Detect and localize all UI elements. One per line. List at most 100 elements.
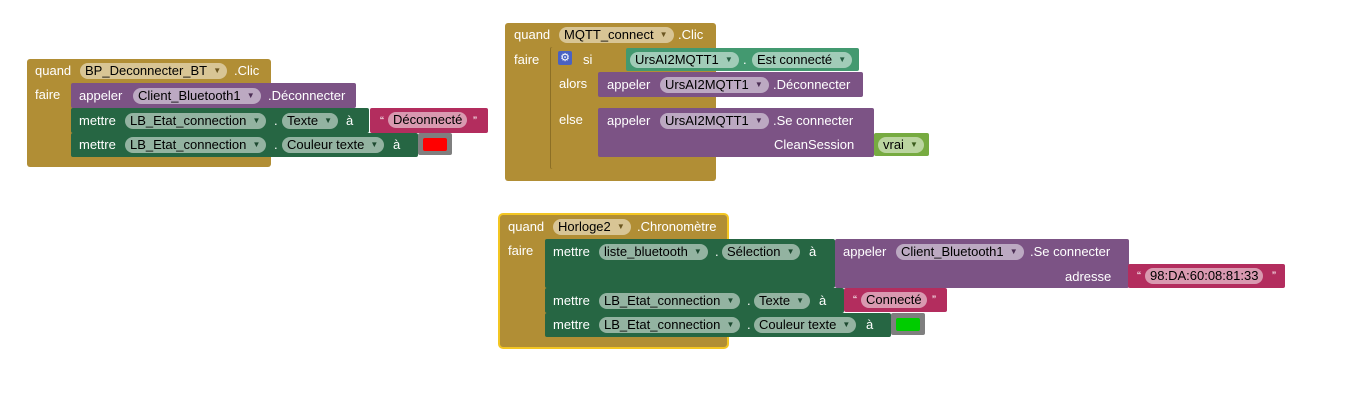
triangle-down-icon: ▼ xyxy=(724,55,733,64)
component-name: BP_Deconnecter_BT xyxy=(85,63,208,78)
event-keyword: quand xyxy=(514,27,551,42)
component-dropdown[interactable]: Horloge2 ▼ xyxy=(553,219,631,235)
color-block-red[interactable] xyxy=(418,133,452,155)
component-dropdown[interactable]: liste_bluetooth ▼ xyxy=(599,244,708,260)
triangle-down-icon: ▼ xyxy=(252,140,261,149)
to-keyword: à xyxy=(393,137,401,152)
component-dropdown[interactable]: BP_Deconnecter_BT ▼ xyxy=(80,63,228,79)
dot: . xyxy=(274,113,278,128)
dot: . xyxy=(743,52,747,67)
component-name: LB_Etat_connection xyxy=(604,293,721,308)
component-dropdown[interactable]: LB_Etat_connection ▼ xyxy=(599,293,741,309)
method-name: .Déconnecter xyxy=(268,88,346,103)
open-quote: “ xyxy=(853,293,857,307)
triangle-down-icon: ▼ xyxy=(324,116,333,125)
set-block-color[interactable]: mettre LB_Etat_connection ▼ . Couleur te… xyxy=(545,313,891,337)
call-keyword: appeler xyxy=(79,88,123,103)
call-block-bluetooth-connect[interactable]: appeler Client_Bluetooth1 ▼ .Se connecte… xyxy=(835,239,1129,288)
triangle-down-icon: ▼ xyxy=(842,320,851,329)
set-keyword: mettre xyxy=(553,244,590,259)
set-block-text[interactable]: mettre LB_Etat_connection ▼ . Texte ▼ à xyxy=(71,108,369,133)
component-dropdown[interactable]: LB_Etat_connection ▼ xyxy=(125,113,267,129)
boolean-dropdown[interactable]: vrai ▼ xyxy=(878,137,924,153)
gear-icon[interactable]: ⚙ xyxy=(558,51,572,65)
arg-label: CleanSession xyxy=(774,137,855,152)
text-block-deconnecte[interactable]: “ Déconnecté ” xyxy=(370,108,488,133)
property-name: Couleur texte xyxy=(759,317,837,332)
triangle-down-icon: ▼ xyxy=(726,296,735,305)
triangle-down-icon: ▼ xyxy=(659,30,668,39)
set-keyword: mettre xyxy=(553,293,590,308)
text-value[interactable]: Connecté xyxy=(861,292,927,308)
close-quote: ” xyxy=(932,293,936,307)
event-keyword: quand xyxy=(35,63,72,78)
getter-block-est-connecte[interactable]: UrsAI2MQTT1 ▼ . Est connecté ▼ xyxy=(626,48,859,71)
component-dropdown[interactable]: LB_Etat_connection ▼ xyxy=(125,137,267,153)
triangle-down-icon: ▼ xyxy=(796,296,805,305)
component-name: LB_Etat_connection xyxy=(604,317,721,332)
arg-label: adresse xyxy=(1065,269,1112,284)
triangle-down-icon: ▼ xyxy=(252,116,261,125)
component-name: liste_bluetooth xyxy=(604,244,688,259)
boolean-value: vrai xyxy=(883,137,904,152)
triangle-down-icon: ▼ xyxy=(616,222,625,231)
color-swatch xyxy=(896,318,920,331)
triangle-down-icon: ▼ xyxy=(786,247,795,256)
triangle-down-icon: ▼ xyxy=(726,320,735,329)
property-dropdown[interactable]: Couleur texte ▼ xyxy=(754,317,857,333)
property-dropdown[interactable]: Texte ▼ xyxy=(282,113,339,129)
to-keyword: à xyxy=(346,113,354,128)
call-block-mqtt-disconnect[interactable]: appeler UrsAI2MQTT1 ▼ .Déconnecter xyxy=(598,72,863,97)
component-name: Client_Bluetooth1 xyxy=(901,244,1004,259)
event-name: .Clic xyxy=(678,27,704,42)
text-value[interactable]: 98:DA:60:08:81:33 xyxy=(1145,268,1264,284)
event-name: .Clic xyxy=(234,63,260,78)
property-name: Texte xyxy=(759,293,791,308)
property-dropdown[interactable]: Est connecté ▼ xyxy=(752,52,853,68)
text-value[interactable]: Déconnecté xyxy=(388,112,468,128)
call-block-bluetooth-disconnect[interactable]: appeler Client_Bluetooth1 ▼ .Déconnecter xyxy=(71,83,356,108)
to-keyword: à xyxy=(819,293,827,308)
call-block-mqtt-connect[interactable]: appeler UrsAI2MQTT1 ▼ .Se connecter Clea… xyxy=(598,108,874,157)
property-name: Couleur texte xyxy=(287,137,365,152)
component-name: Horloge2 xyxy=(558,219,611,234)
property-dropdown[interactable]: Sélection ▼ xyxy=(722,244,801,260)
method-name: .Déconnecter xyxy=(773,77,851,92)
triangle-down-icon: ▼ xyxy=(1009,247,1018,256)
property-name: Sélection xyxy=(727,244,781,259)
dot: . xyxy=(747,293,751,308)
do-keyword: faire xyxy=(514,52,540,67)
property-name: Est connecté xyxy=(757,52,833,67)
dot: . xyxy=(274,137,278,152)
if-keyword: si xyxy=(583,52,593,67)
to-keyword: à xyxy=(866,317,874,332)
component-dropdown[interactable]: UrsAI2MQTT1 ▼ xyxy=(660,113,769,129)
component-dropdown[interactable]: UrsAI2MQTT1 ▼ xyxy=(660,77,769,93)
logic-block-vrai[interactable]: vrai ▼ xyxy=(874,133,929,156)
set-block-selection[interactable]: mettre liste_bluetooth ▼ . Sélection ▼ à xyxy=(545,239,835,288)
triangle-down-icon: ▼ xyxy=(910,140,918,149)
set-block-color[interactable]: mettre LB_Etat_connection ▼ . Couleur te… xyxy=(71,133,418,157)
call-keyword: appeler xyxy=(607,113,651,128)
text-block-connecte[interactable]: “ Connecté ” xyxy=(844,288,947,312)
text-block-address[interactable]: “ 98:DA:60:08:81:33 ” xyxy=(1128,264,1285,288)
component-dropdown[interactable]: Client_Bluetooth1 ▼ xyxy=(133,88,261,104)
component-dropdown[interactable]: MQTT_connect ▼ xyxy=(559,27,674,43)
set-block-text[interactable]: mettre LB_Etat_connection ▼ . Texte ▼ à xyxy=(545,288,844,313)
to-keyword: à xyxy=(809,244,817,259)
set-keyword: mettre xyxy=(553,317,590,332)
component-dropdown[interactable]: Client_Bluetooth1 ▼ xyxy=(896,244,1024,260)
triangle-down-icon: ▼ xyxy=(754,116,763,125)
call-keyword: appeler xyxy=(843,244,887,259)
triangle-down-icon: ▼ xyxy=(246,91,255,100)
component-dropdown[interactable]: LB_Etat_connection ▼ xyxy=(599,317,741,333)
property-dropdown[interactable]: Texte ▼ xyxy=(754,293,811,309)
dot: . xyxy=(747,317,751,332)
component-dropdown[interactable]: UrsAI2MQTT1 ▼ xyxy=(630,52,739,68)
dot: . xyxy=(715,244,719,259)
close-quote: ” xyxy=(473,114,477,128)
set-keyword: mettre xyxy=(79,137,116,152)
component-name: UrsAI2MQTT1 xyxy=(665,77,749,92)
color-block-green[interactable] xyxy=(891,313,925,335)
property-dropdown[interactable]: Couleur texte ▼ xyxy=(282,137,385,153)
